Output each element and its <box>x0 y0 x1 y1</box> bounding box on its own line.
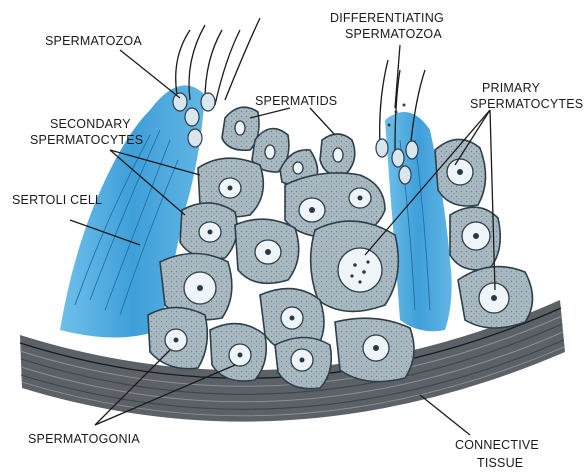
label-primary-line1: PRIMARY <box>482 81 541 95</box>
label-sertoli-cell: SERTOLI CELL <box>12 193 102 207</box>
label-spermatozoa: SPERMATOZOA <box>45 34 142 48</box>
label-differentiating-line1: DIFFERENTIATING <box>330 11 444 25</box>
label-spermatogonia: SPERMATOGONIA <box>28 432 140 446</box>
label-secondary-line1: SECONDARY <box>50 117 131 131</box>
label-spermatids: SPERMATIDS <box>255 94 337 108</box>
label-primary-line2: SPERMATOCYTES <box>470 97 583 111</box>
label-secondary-line2: SPERMATOCYTES <box>30 133 143 147</box>
label-connective-line1: CONNECTIVE <box>455 438 539 452</box>
label-differentiating-line2: SPERMATOZOA <box>345 27 442 41</box>
label-connective-line2: TISSUE <box>477 456 523 470</box>
